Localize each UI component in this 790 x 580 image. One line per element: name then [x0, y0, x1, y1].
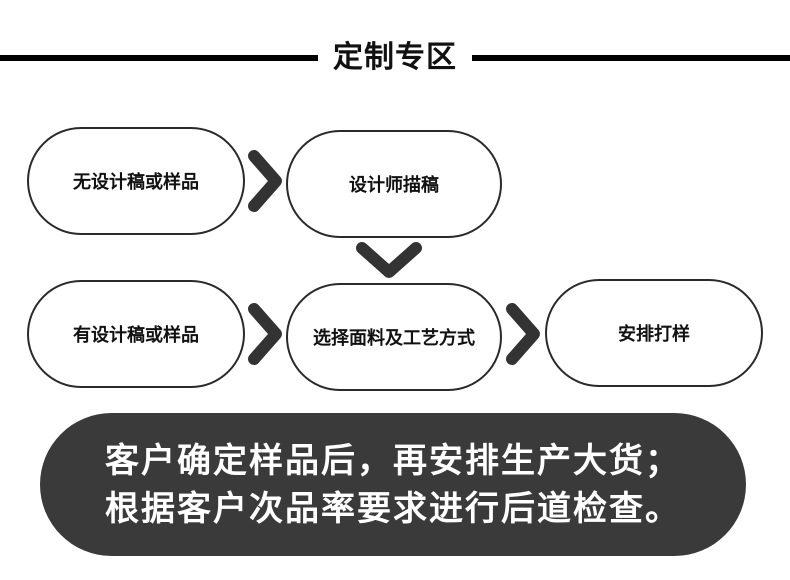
step-no-design-label: 无设计稿或样品	[73, 172, 199, 193]
step-no-design: 无设计稿或样品	[27, 127, 245, 235]
step-has-design-label: 有设计稿或样品	[73, 325, 199, 346]
summary-line-1: 客户确定样品后，再安排生产大货；	[105, 441, 681, 481]
summary-line-2: 根据客户次品率要求进行后道检查。	[105, 489, 681, 529]
step-choose-material-label: 选择面料及工艺方式	[313, 328, 475, 349]
header-rule-right	[472, 55, 790, 61]
page-title: 定制专区	[333, 40, 457, 75]
summary-banner: 客户确定样品后，再安排生产大货； 根据客户次品率要求进行后道检查。	[40, 413, 746, 556]
step-designer-draft: 设计师描稿	[286, 130, 502, 238]
step-arrange-sample-label: 安排打样	[618, 324, 690, 345]
chevron-right-icon	[506, 303, 540, 365]
step-has-design: 有设计稿或样品	[27, 280, 245, 388]
chevron-right-icon	[248, 150, 282, 212]
chevron-right-icon	[248, 303, 282, 365]
chevron-down-icon	[356, 242, 422, 278]
header-rule-left	[0, 55, 318, 61]
step-designer-draft-label: 设计师描稿	[349, 175, 439, 196]
step-arrange-sample: 安排打样	[545, 279, 763, 387]
step-choose-material: 选择面料及工艺方式	[286, 283, 502, 391]
